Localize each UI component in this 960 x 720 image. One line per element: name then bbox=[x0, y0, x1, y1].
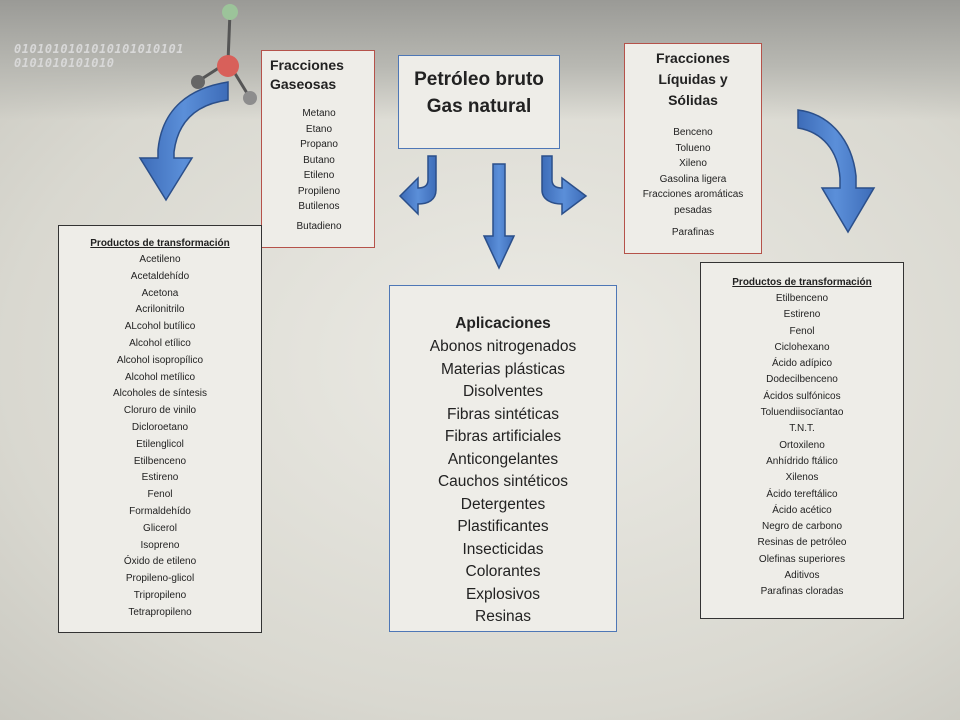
list-item: Metano bbox=[302, 108, 336, 119]
list-item: Estireno bbox=[141, 472, 179, 484]
small-arrow-right-icon bbox=[541, 155, 588, 216]
gaseous-list: Metano Etano Propano Butano Etileno Prop… bbox=[262, 106, 376, 215]
list-item: Ácidos sulfónicos bbox=[763, 390, 841, 402]
applications-box: Aplicaciones Abonos nitrogenados Materia… bbox=[389, 285, 617, 632]
right-products-title: Productos de transformación bbox=[732, 277, 872, 288]
list-item: Butano bbox=[303, 154, 335, 166]
list-item: Propano bbox=[300, 139, 338, 150]
liquid-list: Benceno Tolueno Xileno Gasolina ligera F… bbox=[625, 125, 761, 218]
list-item: Alcoholes de síntesis bbox=[113, 388, 207, 400]
liquid-title-3: Sólidas bbox=[668, 92, 718, 108]
list-item: Ciclohexano bbox=[774, 341, 830, 353]
left-products-list: Acetileno Acetaldehído Acetona Acrilonit… bbox=[59, 252, 261, 622]
list-item: Isopreno bbox=[140, 539, 180, 551]
list-item: Acetaldehído bbox=[130, 270, 190, 282]
list-item: ALcohol butílico bbox=[124, 321, 196, 333]
list-item: Parafinas cloradas bbox=[760, 586, 844, 598]
right-products-list: Etilbenceno Estireno Fenol Ciclohexano Á… bbox=[701, 291, 903, 601]
gaseous-fractions-title: Fracciones Gaseosas bbox=[270, 57, 344, 92]
list-item: Resinas bbox=[475, 608, 531, 625]
list-item: Formaldehído bbox=[129, 505, 191, 517]
list-item: Explosivos bbox=[465, 585, 541, 603]
list-item: Tripropileno bbox=[133, 589, 187, 601]
curved-arrow-right-icon bbox=[797, 109, 876, 234]
gaseous-fractions-box: Fracciones Gaseosas Metano Etano Propano… bbox=[261, 50, 375, 248]
list-item: Aditivos bbox=[784, 570, 820, 582]
binary-decoration-2: 0101010101010 bbox=[14, 56, 115, 70]
list-item: Tolueno bbox=[675, 142, 711, 154]
list-item: Fracciones aromáticas bbox=[642, 189, 744, 200]
list-item: Etano bbox=[305, 123, 333, 135]
list-item: Anhídrido ftálico bbox=[766, 455, 838, 467]
list-item: Acetileno bbox=[139, 254, 181, 265]
list-item: Alcohol etílico bbox=[129, 337, 191, 349]
list-item: Fenol bbox=[147, 489, 173, 501]
list-item: Glicerol bbox=[143, 522, 177, 534]
down-arrow-icon bbox=[482, 163, 516, 270]
list-item: Etilenglicol bbox=[136, 438, 184, 450]
list-item: Ácido adípico bbox=[771, 358, 833, 370]
list-item: Materias plásticas bbox=[440, 360, 566, 378]
list-item: Estireno bbox=[783, 309, 821, 321]
small-arrow-left-icon bbox=[398, 155, 437, 216]
liquid-extra: Parafinas bbox=[671, 227, 715, 238]
list-item: Detergentes bbox=[460, 495, 546, 513]
list-item: Olefinas superiores bbox=[758, 553, 846, 565]
list-item: Ortoxileno bbox=[779, 439, 825, 451]
binary-decoration-1: 0101010101010101010101 bbox=[14, 42, 184, 56]
list-item: Ácido tereftálico bbox=[766, 488, 838, 500]
list-item: T.N.T. bbox=[789, 423, 815, 435]
list-item: Abonos nitrogenados bbox=[429, 338, 577, 355]
list-item: Dodecilbenceno bbox=[766, 374, 838, 386]
curved-arrow-left-icon bbox=[138, 81, 229, 202]
list-item: Dicloroetano bbox=[131, 421, 189, 433]
right-products-box: Productos de transformación Etilbenceno … bbox=[700, 262, 904, 619]
list-item: pesadas bbox=[674, 204, 712, 216]
list-item: Etileno bbox=[303, 170, 335, 181]
list-item: Xilenos bbox=[785, 472, 819, 484]
applications-list: Abonos nitrogenados Materias plásticas D… bbox=[390, 336, 616, 629]
list-item: Propileno-glicol bbox=[125, 573, 195, 585]
source-line-1: Petróleo bruto bbox=[414, 69, 544, 90]
list-item: Cauchos sintéticos bbox=[437, 473, 569, 490]
liquid-title-2: Líquidas y bbox=[658, 71, 728, 87]
list-item: Etilbenceno bbox=[133, 455, 187, 467]
list-item: Toluendiisocïantao bbox=[760, 407, 844, 419]
applications-title: Aplicaciones bbox=[455, 315, 551, 332]
list-item: Tetrapropileno bbox=[128, 606, 192, 618]
list-item: Xileno bbox=[679, 158, 707, 169]
list-item: Propileno bbox=[297, 185, 341, 197]
molecule-graphic bbox=[191, 4, 257, 105]
list-item: Insecticidas bbox=[462, 540, 544, 558]
list-item: Alcohol metílico bbox=[124, 371, 196, 383]
list-item: Butilenos bbox=[298, 201, 340, 212]
liquid-title-1: Fracciones bbox=[656, 50, 730, 66]
list-item: Alcohol isopropílico bbox=[116, 354, 204, 366]
list-item: Anticongelantes bbox=[447, 450, 559, 468]
list-item: Gasolina ligera bbox=[659, 173, 727, 185]
liquid-solid-fractions-box: Fracciones Líquidas y Sólidas Benceno To… bbox=[624, 43, 762, 254]
list-item: Colorantes bbox=[465, 563, 541, 580]
source-box: Petróleo bruto Gas natural bbox=[398, 55, 560, 149]
left-products-title: Productos de transformación bbox=[90, 238, 230, 249]
list-item: Acetona bbox=[141, 287, 179, 299]
left-products-box: Productos de transformación Acetileno Ac… bbox=[58, 225, 262, 633]
list-item: Óxido de etileno bbox=[123, 556, 197, 568]
list-item: Benceno bbox=[673, 127, 713, 138]
list-item: Cloruro de vinilo bbox=[123, 405, 197, 417]
list-item: Negro de carbono bbox=[761, 521, 843, 533]
list-item: Fibras sintéticas bbox=[447, 405, 559, 423]
gaseous-extra: Butadieno bbox=[296, 220, 342, 232]
list-item: Disolventes bbox=[462, 383, 544, 400]
source-line-2: Gas natural bbox=[426, 96, 532, 117]
list-item: Resinas de petróleo bbox=[757, 537, 847, 549]
list-item: Ácido acético bbox=[772, 504, 832, 516]
list-item: Acrilonitrilo bbox=[135, 304, 185, 316]
list-item: Plastificantes bbox=[457, 518, 549, 535]
list-item: Fenol bbox=[789, 325, 815, 337]
list-item: Fibras artificiales bbox=[444, 428, 562, 445]
list-item: Etilbenceno bbox=[775, 293, 829, 304]
